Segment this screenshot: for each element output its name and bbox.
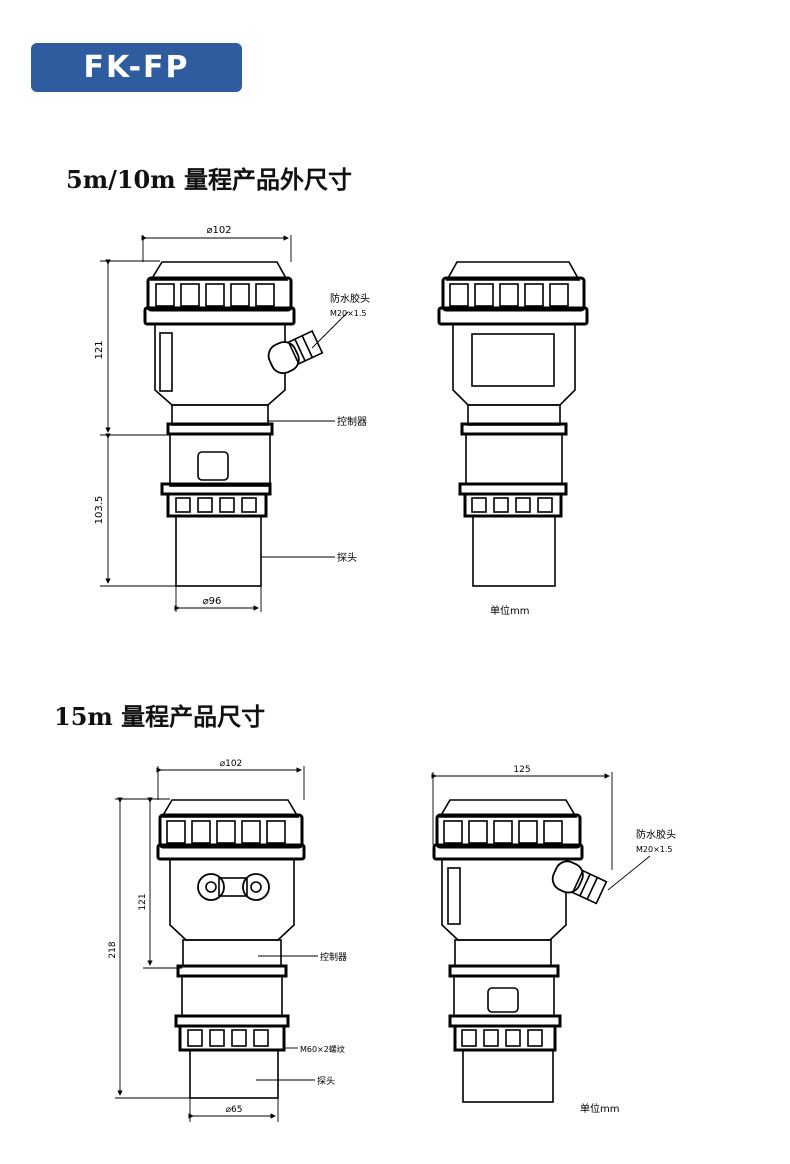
s1-gland-spec: M20×1.5 [330, 309, 367, 318]
s2-top-width: ⌀102 [220, 759, 243, 769]
s2-front-view: ⌀102 121 218 ⌀65 控制器 M60×2螺纹 探头 [108, 759, 347, 1122]
s2-gland-label: 防水胶头 [636, 828, 676, 841]
s1-controller-label: 控制器 [337, 415, 367, 428]
s1-height-upper: 121 [94, 340, 105, 359]
s2-height-upper: 121 [138, 893, 148, 910]
s1-top-width: ⌀102 [206, 225, 231, 236]
s2-probe-label: 探头 [317, 1075, 335, 1087]
s2-bottom-width: ⌀65 [226, 1105, 243, 1115]
s2-flange-label: M60×2螺纹 [300, 1044, 345, 1054]
s2-height-total: 218 [108, 941, 118, 958]
s1-height-lower: 103.5 [94, 496, 105, 525]
s2-unit-label: 单位mm [580, 1102, 619, 1115]
s2-side-view: 125 防水胶头 M20×1.5 单位mm [431, 765, 676, 1115]
s1-bottom-width: ⌀96 [203, 596, 222, 607]
section1-title: 5m/10m 量程产品外尺寸 [66, 165, 353, 194]
model-label: FK-FP [83, 50, 190, 85]
section2-title: 15m 量程产品尺寸 [54, 702, 266, 731]
s1-gland-label: 防水胶头 [330, 292, 370, 305]
s1-side-view: 单位mm [437, 261, 589, 617]
s2-side-width: 125 [513, 765, 530, 775]
s1-probe-label: 探头 [337, 551, 357, 564]
s2-controller-label: 控制器 [320, 951, 347, 963]
s1-unit-label: 单位mm [490, 604, 529, 617]
model-badge: FK-FP [31, 43, 242, 92]
s1-front-view: ⌀102 121 103.5 ⌀96 防水胶头 M20×1.5 控制器 探头 [94, 225, 370, 612]
s2-gland-spec: M20×1.5 [636, 845, 673, 854]
